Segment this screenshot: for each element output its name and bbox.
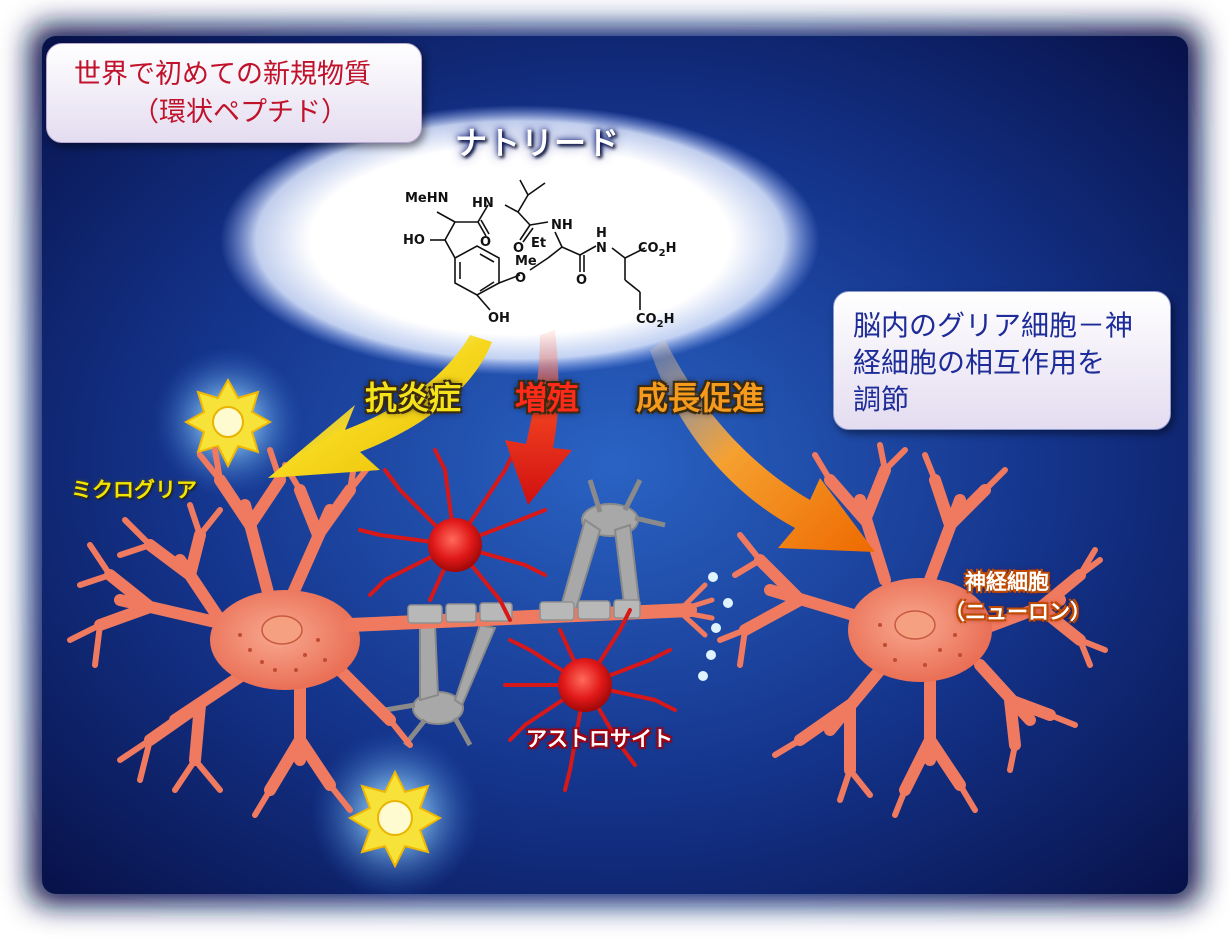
arrow-anti-inflammatory bbox=[268, 335, 492, 478]
astrocyte-bottom-body bbox=[558, 658, 612, 712]
chemical-labels: MeHN HN HO O NH O Et Me O O H N CO2H CO2… bbox=[403, 191, 676, 330]
arrow-proliferation bbox=[505, 330, 572, 505]
chemical-structure bbox=[430, 179, 646, 311]
right-neuron-nucleus bbox=[894, 610, 936, 640]
note-line-3: 調節 bbox=[853, 383, 910, 416]
label-mehn: MeHN bbox=[405, 191, 449, 206]
effect-anti-inflammatory: 抗炎症 bbox=[365, 379, 462, 417]
label-astrocyte: アストロサイト bbox=[526, 727, 673, 751]
novelty-line-1: 世界で初めての新規物質 bbox=[74, 59, 371, 90]
label-neuron: 神経細胞 bbox=[965, 570, 1049, 594]
label-co2h-2: CO2H bbox=[636, 312, 674, 330]
novelty-line-2: （環状ペプチド） bbox=[132, 97, 348, 128]
label-microglia: ミクログリア bbox=[71, 478, 197, 502]
label-me: Me bbox=[515, 254, 537, 269]
microglia-cell-bottom bbox=[347, 769, 443, 869]
microglia-cell-top bbox=[183, 377, 273, 469]
left-neuron-nucleus bbox=[261, 615, 303, 645]
label-ho: HO bbox=[403, 233, 425, 248]
left-neuron bbox=[67, 447, 413, 818]
axon-terminal bbox=[677, 582, 715, 638]
label-oh: OH bbox=[488, 311, 510, 326]
arrow-growth-promotion bbox=[650, 340, 875, 552]
label-n: N bbox=[596, 241, 607, 256]
effect-proliferation: 増殖 bbox=[515, 379, 580, 417]
label-et: Et bbox=[531, 236, 546, 251]
label-o-ether: O bbox=[515, 271, 526, 286]
novelty-callout: 世界で初めての新規物質 （環状ペプチド） bbox=[46, 43, 422, 143]
label-co2h-1: CO2H bbox=[638, 241, 676, 259]
label-o3: O bbox=[576, 273, 587, 288]
label-neuron-sub: （ニューロン） bbox=[944, 600, 1091, 624]
label-o1: O bbox=[480, 235, 491, 250]
mechanism-callout: 脳内のグリア細胞－神 経細胞の相互作用を 調節 bbox=[833, 291, 1171, 430]
note-line-2: 経細胞の相互作用を bbox=[853, 346, 1106, 379]
label-nh1: NH bbox=[551, 218, 573, 233]
oligodendrocyte-top bbox=[558, 478, 666, 614]
effect-growth-promotion: 成長促進 bbox=[636, 379, 765, 417]
label-o2: O bbox=[513, 241, 524, 256]
oligodendrocyte-bottom bbox=[384, 623, 497, 747]
note-line-1: 脳内のグリア細胞－神 bbox=[853, 309, 1134, 342]
label-hn: HN bbox=[472, 196, 494, 211]
astrocyte-top bbox=[358, 448, 547, 622]
astrocyte-top-body bbox=[428, 518, 482, 572]
right-neuron bbox=[717, 442, 1108, 818]
astrocyte-bottom bbox=[503, 608, 677, 792]
compound-name: ナトリード bbox=[455, 124, 621, 162]
neurotransmitter-dots bbox=[698, 572, 733, 681]
label-h: H bbox=[596, 226, 607, 241]
